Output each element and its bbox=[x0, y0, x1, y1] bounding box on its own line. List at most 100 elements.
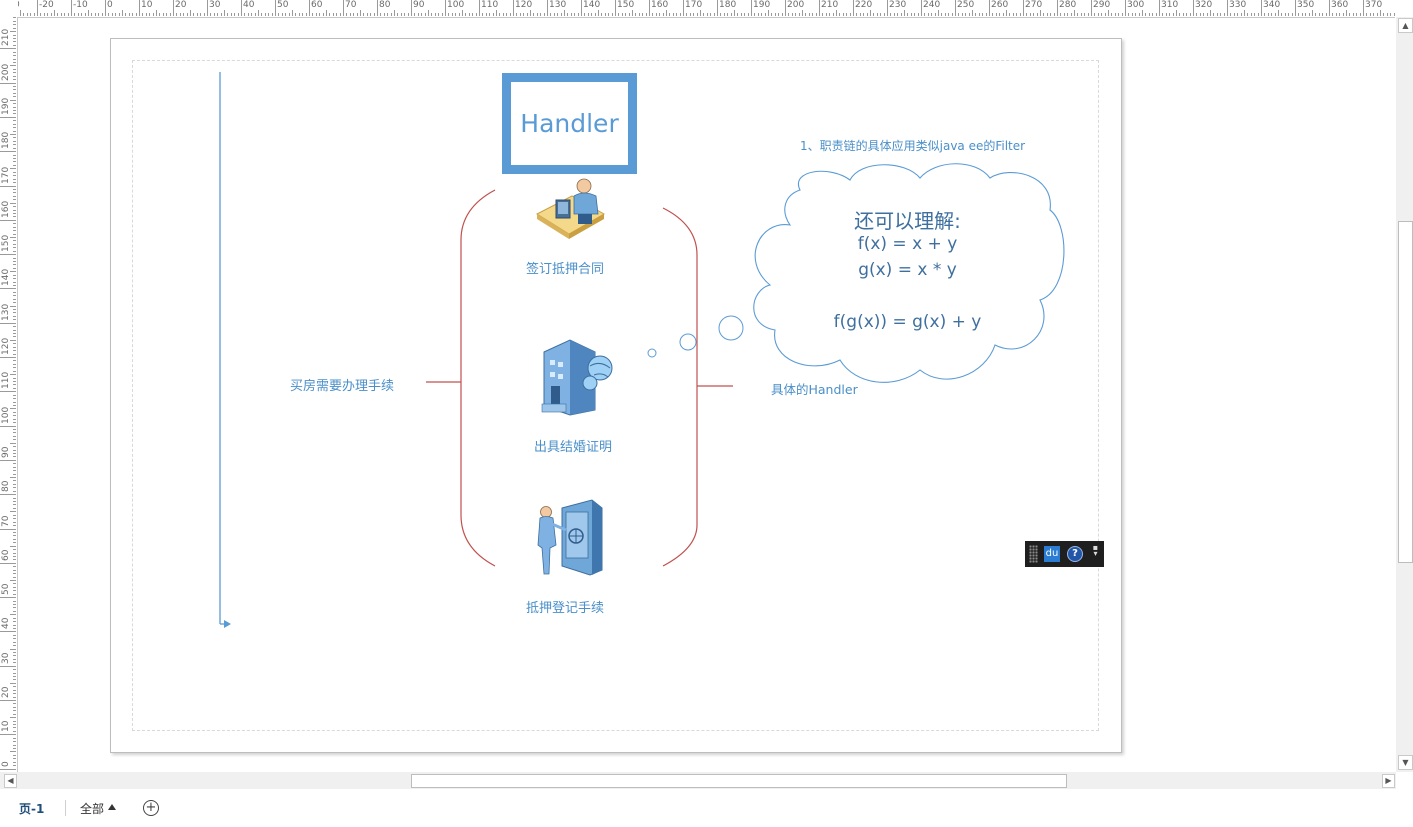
ruler-minor-tick bbox=[33, 13, 35, 16]
ruler-minor-tick bbox=[1288, 13, 1290, 16]
ruler-minor-tick bbox=[1203, 13, 1205, 16]
ruler-minor-tick bbox=[234, 13, 236, 16]
ruler-tick bbox=[989, 0, 990, 16]
handler-box[interactable]: Handler bbox=[502, 73, 637, 174]
step-label-marriage-cert[interactable]: 出具结婚证明 bbox=[534, 440, 613, 455]
ruler-minor-tick bbox=[1240, 13, 1242, 16]
ruler-minor-tick bbox=[13, 435, 16, 437]
step-label-registration[interactable]: 抵押登记手续 bbox=[526, 601, 605, 616]
ruler-minor-tick bbox=[54, 10, 55, 16]
tab-page-1[interactable]: 页-1 bbox=[19, 802, 45, 816]
ruler-label: 20 bbox=[175, 0, 187, 10]
ruler-minor-tick bbox=[210, 13, 212, 16]
ruler-minor-tick bbox=[1356, 13, 1358, 16]
ruler-tick bbox=[0, 391, 16, 393]
toolbar-menu-icon[interactable]: ▪▾ bbox=[1092, 543, 1099, 558]
ruler-minor-tick bbox=[13, 72, 16, 74]
ruler-minor-tick bbox=[13, 600, 16, 602]
ruler-minor-tick bbox=[1179, 13, 1181, 16]
ruler-minor-tick bbox=[101, 13, 103, 16]
ruler-minor-tick bbox=[1305, 13, 1307, 16]
concrete-handler-label[interactable]: 具体的Handler bbox=[771, 382, 858, 397]
scroll-right-arrow-icon[interactable]: ▶ bbox=[1382, 774, 1395, 788]
ruler-minor-tick bbox=[1349, 13, 1351, 16]
ruler-minor-tick bbox=[1162, 13, 1164, 16]
ruler-minor-tick bbox=[424, 13, 426, 16]
ruler-minor-tick bbox=[557, 13, 559, 16]
ruler-minor-tick bbox=[1332, 13, 1334, 16]
caret-up-icon[interactable] bbox=[108, 804, 116, 810]
ruler-minor-tick bbox=[67, 13, 69, 16]
ruler-minor-tick bbox=[1097, 13, 1099, 16]
ruler-minor-tick bbox=[642, 13, 644, 16]
ruler-minor-tick bbox=[13, 92, 16, 94]
step-label-contract[interactable]: 签订抵押合同 bbox=[526, 262, 605, 277]
ruler-minor-tick bbox=[10, 236, 16, 238]
ruler-minor-tick bbox=[13, 593, 16, 595]
ruler-minor-tick bbox=[587, 13, 589, 16]
ruler-minor-tick bbox=[13, 178, 16, 180]
ruler-minor-tick bbox=[1019, 13, 1021, 16]
ruler-minor-tick bbox=[186, 13, 188, 16]
ruler-minor-tick bbox=[10, 682, 16, 684]
ruler-minor-tick bbox=[1383, 13, 1385, 16]
ruler-minor-tick bbox=[13, 62, 16, 64]
ruler-minor-tick bbox=[10, 374, 16, 376]
horizontal-ruler[interactable]: -30-20-100102030405060708090100110120130… bbox=[18, 0, 1395, 18]
horizontal-scroll-thumb[interactable] bbox=[411, 774, 1067, 788]
help-icon[interactable]: ? bbox=[1067, 546, 1083, 562]
ruler-minor-tick bbox=[689, 13, 691, 16]
drag-grip-icon[interactable] bbox=[1029, 545, 1038, 563]
ruler-minor-tick bbox=[203, 13, 205, 16]
ruler-minor-tick bbox=[13, 727, 16, 729]
ruler-minor-tick bbox=[13, 353, 16, 355]
ruler-minor-tick bbox=[162, 13, 164, 16]
ruler-minor-tick bbox=[268, 13, 270, 16]
add-page-icon[interactable]: + bbox=[143, 800, 159, 816]
vertical-ruler[interactable]: 2202102001901801701601501401301201101009… bbox=[0, 17, 18, 772]
ruler-tick bbox=[1023, 0, 1024, 16]
ruler-minor-tick bbox=[948, 13, 950, 16]
ruler-minor-tick bbox=[13, 281, 16, 283]
ruler-minor-tick bbox=[1233, 13, 1235, 16]
ruler-tick bbox=[0, 116, 16, 118]
ruler-minor-tick bbox=[13, 449, 16, 451]
ruler-minor-tick bbox=[13, 542, 16, 544]
ruler-minor-tick bbox=[98, 13, 100, 16]
ruler-minor-tick bbox=[13, 130, 16, 132]
scroll-left-arrow-icon[interactable]: ◀ bbox=[4, 774, 17, 788]
scroll-down-arrow-icon[interactable]: ▼ bbox=[1398, 755, 1413, 770]
vertical-scroll-thumb[interactable] bbox=[1398, 221, 1413, 563]
ruler-minor-tick bbox=[288, 13, 290, 16]
ruler-minor-tick bbox=[10, 408, 16, 410]
ruler-tick bbox=[1295, 0, 1296, 16]
ruler-minor-tick bbox=[1298, 13, 1300, 16]
ruler-minor-tick bbox=[13, 55, 16, 57]
ruler-minor-tick bbox=[686, 13, 688, 16]
ruler-minor-tick bbox=[431, 13, 433, 16]
ruler-minor-tick bbox=[13, 96, 16, 98]
ruler-label: 30 bbox=[1, 652, 11, 664]
ime-toolbar[interactable] bbox=[1025, 541, 1104, 567]
note-text[interactable]: 1、职责链的具体应用类似java ee的Filter bbox=[800, 139, 1026, 153]
ruler-minor-tick bbox=[387, 13, 389, 16]
ruler-minor-tick bbox=[13, 490, 16, 492]
ruler-minor-tick bbox=[13, 507, 16, 509]
tab-all-pages[interactable]: 全部 bbox=[80, 802, 105, 816]
ruler-minor-tick bbox=[13, 573, 16, 575]
ruler-minor-tick bbox=[1257, 13, 1259, 16]
ruler-minor-tick bbox=[499, 13, 501, 16]
ruler-minor-tick bbox=[13, 127, 16, 129]
ruler-minor-tick bbox=[1342, 13, 1344, 16]
ruler-minor-tick bbox=[13, 586, 16, 588]
baidu-ime-icon[interactable]: du bbox=[1044, 546, 1060, 562]
ruler-minor-tick bbox=[1138, 13, 1140, 16]
ruler-minor-tick bbox=[506, 13, 508, 16]
ruler-label: 300 bbox=[1127, 0, 1145, 10]
scroll-up-arrow-icon[interactable]: ▲ bbox=[1398, 18, 1413, 33]
ruler-minor-tick bbox=[13, 696, 16, 698]
ruler-minor-tick bbox=[13, 741, 16, 743]
flow-label[interactable]: 买房需要办理手续 bbox=[290, 379, 395, 394]
ruler-minor-tick bbox=[1012, 13, 1014, 16]
ruler-minor-tick bbox=[666, 10, 667, 16]
